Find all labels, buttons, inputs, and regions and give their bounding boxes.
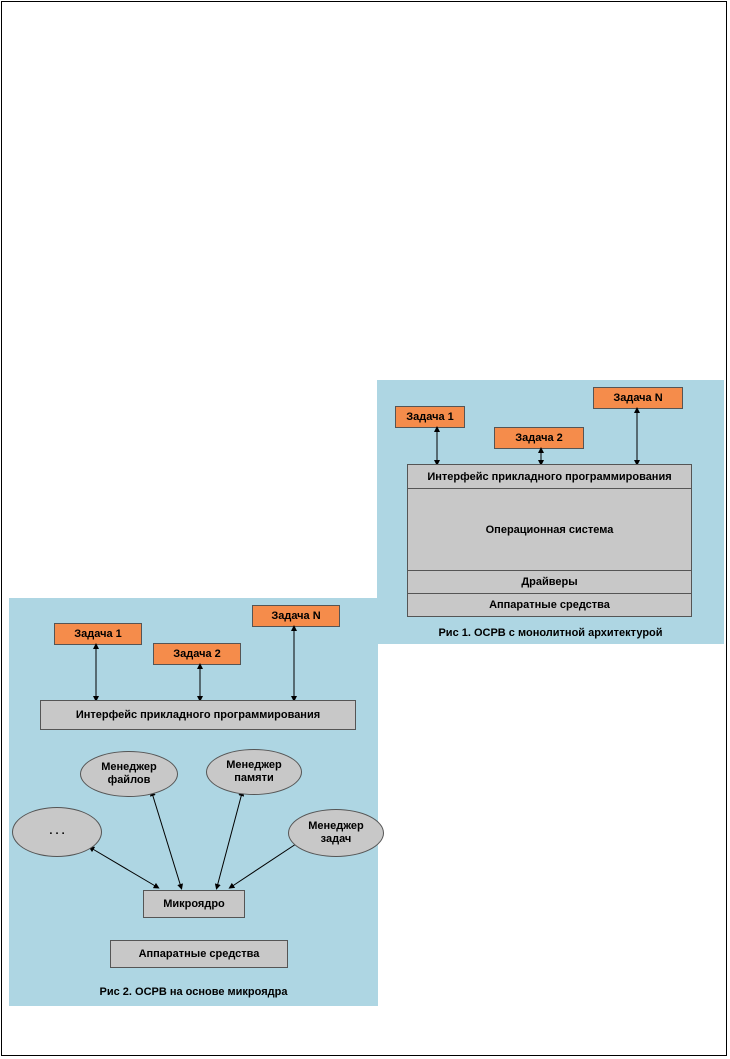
fig1-hardware-block: Аппаратные средства bbox=[407, 593, 692, 617]
fig2-task-manager-oval: Менеджер задач bbox=[288, 809, 384, 857]
fig2-arrow-ellipsis bbox=[88, 846, 160, 889]
fig2-memory-manager-oval: Менеджер памяти bbox=[206, 749, 302, 795]
fig1-task-1: Задача 1 bbox=[395, 406, 465, 428]
fig2-caption: Рис 2. ОСРВ на основе микроядра bbox=[99, 986, 288, 998]
fig2-ellipsis-oval: . . . bbox=[12, 807, 102, 857]
fig2-memory-manager-line-2: памяти bbox=[234, 772, 274, 784]
figure-2-panel: Задача 1 Задача 2 Задача N Интерфейс при… bbox=[9, 598, 384, 1006]
fig2-file-manager-line-2: файлов bbox=[107, 774, 151, 786]
fig1-arrows bbox=[434, 407, 640, 466]
fig2-arrows bbox=[88, 625, 302, 890]
fig1-os-block: Операционная система bbox=[407, 488, 692, 571]
fig2-hardware-block: Аппаратные средства bbox=[110, 940, 288, 968]
fig1-task-n: Задача N bbox=[593, 387, 683, 409]
fig1-api-block: Интерфейс прикладного программирования bbox=[407, 464, 692, 489]
fig2-microkernel-block: Микроядро bbox=[143, 890, 245, 918]
fig2-file-manager-line-1: Менеджер bbox=[101, 760, 157, 773]
fig2-task-manager-line-2: задач bbox=[320, 833, 352, 845]
fig2-api-block: Интерфейс прикладного программирования bbox=[40, 700, 356, 730]
fig2-task-1: Задача 1 bbox=[54, 623, 142, 645]
fig2-memory-manager-line-1: Менеджер bbox=[226, 758, 282, 771]
fig1-caption: Рис 1. ОСРВ с монолитной архитектурой bbox=[438, 627, 663, 639]
fig2-arrow-file-manager bbox=[150, 790, 183, 890]
fig2-arrow-task-manager bbox=[228, 840, 302, 889]
fig1-drivers-block: Драйверы bbox=[407, 570, 692, 594]
fig2-task-manager-line-1: Менеджер bbox=[308, 819, 364, 832]
fig2-arrow-memory-manager bbox=[214, 790, 245, 890]
figure-1-panel: Задача 1 Задача 2 Задача N Интерфейс при… bbox=[377, 380, 724, 644]
fig2-file-manager-oval: Менеджер файлов bbox=[80, 751, 178, 797]
fig2-task-2: Задача 2 bbox=[153, 643, 241, 665]
